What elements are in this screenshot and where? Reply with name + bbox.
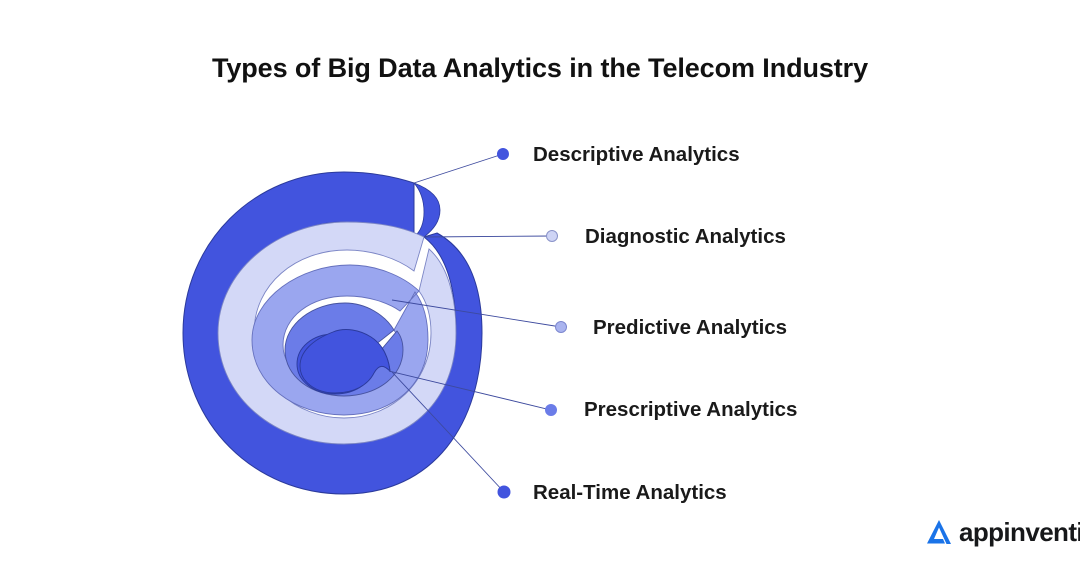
- leader-dot-prescriptive: [545, 404, 557, 416]
- label-realtime-analytics: Real-Time Analytics: [533, 481, 727, 504]
- leader-line-2: [423, 235, 553, 238]
- page-title: Types of Big Data Analytics in the Telec…: [211, 53, 869, 83]
- leader-dot-realtime: [497, 485, 511, 499]
- label-diagnostic-analytics: Diagnostic Analytics: [585, 225, 786, 248]
- appinventiv-mark-icon: [927, 520, 951, 544]
- leader-lines: [388, 153, 562, 493]
- leader-dot-predictive: [555, 321, 567, 333]
- label-descriptive-analytics: Descriptive Analytics: [533, 143, 740, 166]
- spiral-band-diagnostic: [217, 221, 457, 445]
- leader-dots: [497, 148, 567, 499]
- leader-dot-diagnostic: [546, 230, 558, 242]
- label-prescriptive-analytics: Prescriptive Analytics: [584, 398, 798, 421]
- spiral-arm-outer-cap: [412, 182, 441, 238]
- leader-line-4: [388, 370, 552, 411]
- label-predictive-analytics: Predictive Analytics: [593, 316, 788, 339]
- appinventiv-logo: appinventiv: [922, 515, 1080, 549]
- leader-dot-descriptive: [497, 148, 509, 160]
- leader-line-5: [391, 371, 505, 493]
- appinventiv-wordmark: appinventiv: [959, 516, 1080, 547]
- spiral-core: [299, 329, 391, 394]
- leader-line-3: [391, 299, 562, 328]
- leader-line-1: [413, 153, 504, 184]
